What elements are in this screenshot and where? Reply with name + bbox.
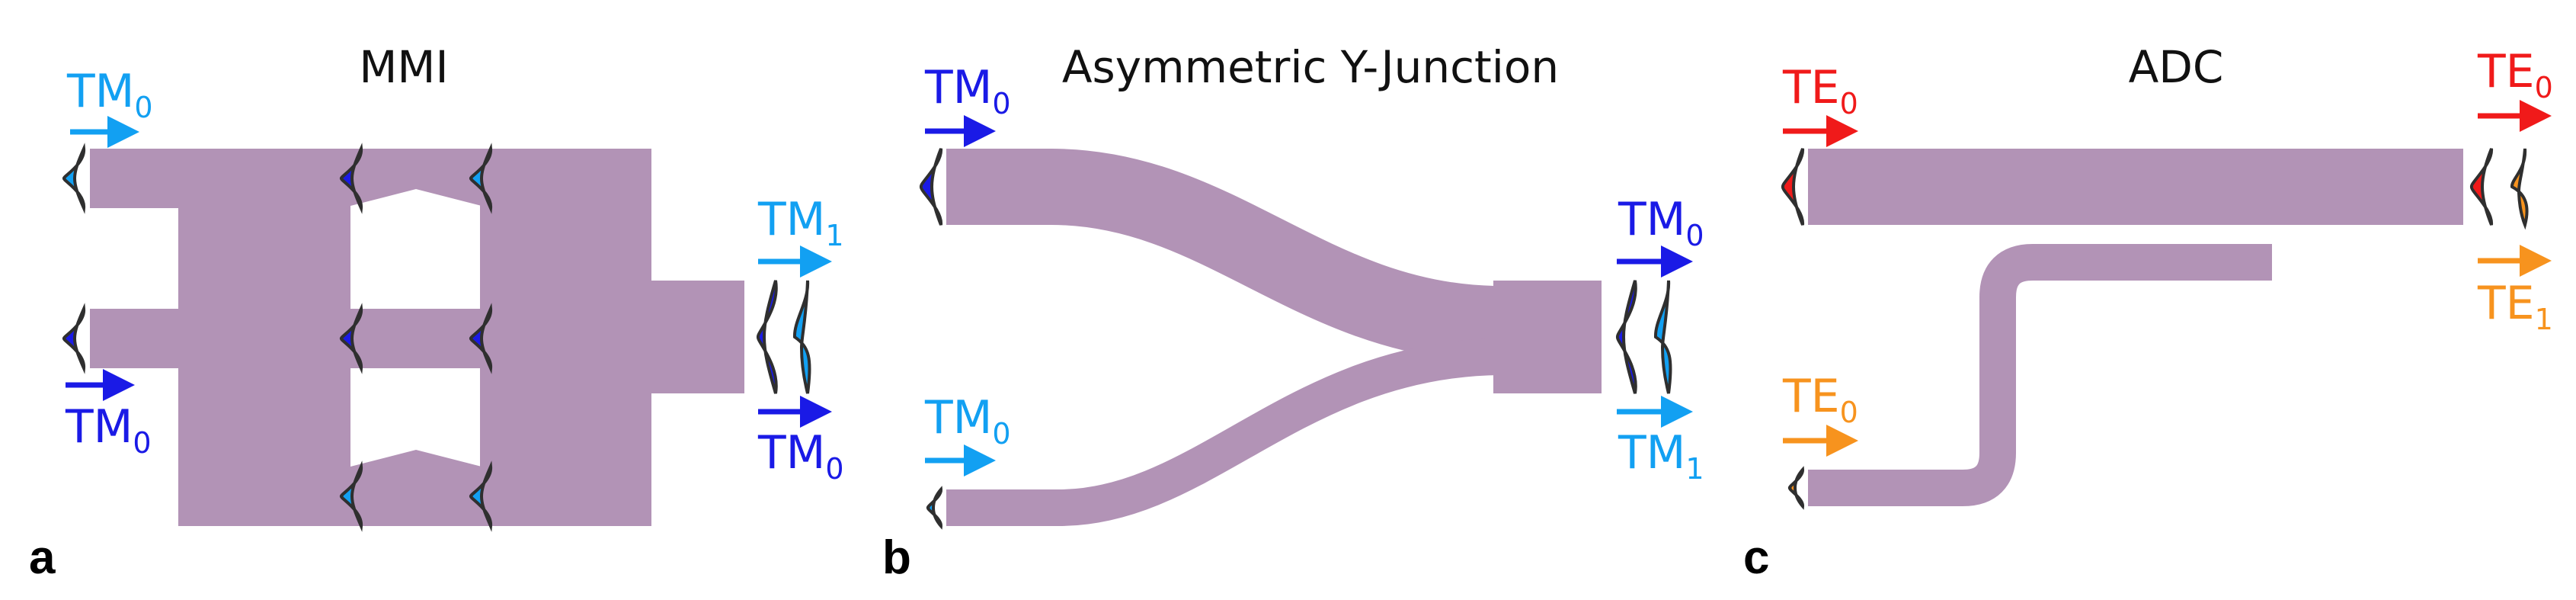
panel-b-title: Asymmetric Y-Junction: [1062, 41, 1559, 93]
mode-profile-te0: [2470, 148, 2494, 226]
mode-profile-tm1: [339, 460, 363, 532]
adc-bus-waveguide: [1808, 149, 2463, 225]
y-junction-waveguide: [946, 149, 1602, 526]
label-output-top: TM0: [1618, 193, 1704, 252]
yj-labels: TM0 TM0 TM0 TM1: [924, 61, 1704, 486]
mode-profile-tm1: [792, 280, 811, 394]
label-input-bottom: TM0: [65, 400, 152, 460]
label-output-bottom: TE1: [2477, 277, 2553, 336]
mmi-input-bottom-waveguide: [90, 309, 181, 368]
mmi-input-top-waveguide: [90, 149, 181, 208]
label-output-top: TM1: [757, 193, 844, 252]
mode-profile-te0: [1781, 148, 1805, 226]
mmi-waveguide: [90, 149, 744, 526]
mode-profile-tm0: [339, 303, 363, 374]
mode-profile-tm0: [62, 143, 85, 214]
mode-profile-te1: [2510, 148, 2529, 230]
mmi-section-2: [480, 149, 651, 526]
mode-profile-tm0: [62, 303, 85, 374]
panel-letter-c: c: [1743, 531, 1769, 584]
mmi-output-waveguide: [650, 281, 744, 393]
mode-profile-tm0: [469, 303, 492, 374]
yj-mode-profiles: [920, 148, 1672, 530]
label-input-top: TM0: [924, 61, 1011, 120]
panel-letter-b: b: [882, 531, 911, 584]
mmi-mode-profiles: [62, 143, 811, 532]
adc-waveguide: [1808, 149, 2463, 506]
adc-labels: TE0 TE0 TE0 TE1: [1782, 45, 2553, 457]
mode-profile-tm1: [469, 143, 492, 214]
panel-letter-a: a: [29, 531, 56, 584]
panel-c-title: ADC: [2129, 41, 2224, 93]
mode-profile-tm0: [920, 148, 943, 226]
yj-narrow-arm: [946, 339, 1524, 526]
panel-a-mmi: MMI TM0: [29, 41, 844, 584]
label-output-top: TE0: [2477, 45, 2553, 104]
panel-b-y-junction: Asymmetric Y-Junction TM0 TM0 TM0 TM1 b: [882, 41, 1704, 584]
mode-profile-tm1: [469, 460, 492, 532]
yj-output-waveguide: [1493, 281, 1602, 393]
adc-mode-profiles: [1781, 148, 2529, 510]
panel-c-adc: ADC TE0 TE0 TE0 TE1 c: [1743, 41, 2553, 584]
mode-profile-tm0: [757, 280, 778, 394]
mmi-bridge-top: [350, 149, 482, 206]
label-input-bottom: TE0: [1782, 370, 1858, 429]
label-input-bottom: TM0: [924, 391, 1011, 451]
mode-profile-tm0: [339, 143, 363, 214]
yj-wide-arm: [946, 149, 1524, 362]
mode-profile-tm0: [926, 486, 942, 530]
label-output-bottom: TM1: [1618, 426, 1704, 486]
mode-profile-te0: [1787, 466, 1804, 510]
mmi-labels: TM0 TM0 TM1 TM0: [65, 65, 844, 486]
label-input-top: TM0: [66, 65, 153, 124]
label-output-bottom: TM0: [757, 426, 844, 486]
mmi-bridge-bottom: [350, 450, 482, 526]
panel-a-title: MMI: [359, 41, 448, 93]
adc-access-waveguide: [1808, 244, 2272, 506]
label-input-top: TE0: [1782, 61, 1858, 120]
mode-profile-tm0: [1616, 280, 1637, 394]
mmi-section-1: [178, 149, 350, 526]
mmi-bridge-middle: [350, 309, 482, 368]
mode-profile-tm1: [1653, 280, 1672, 394]
